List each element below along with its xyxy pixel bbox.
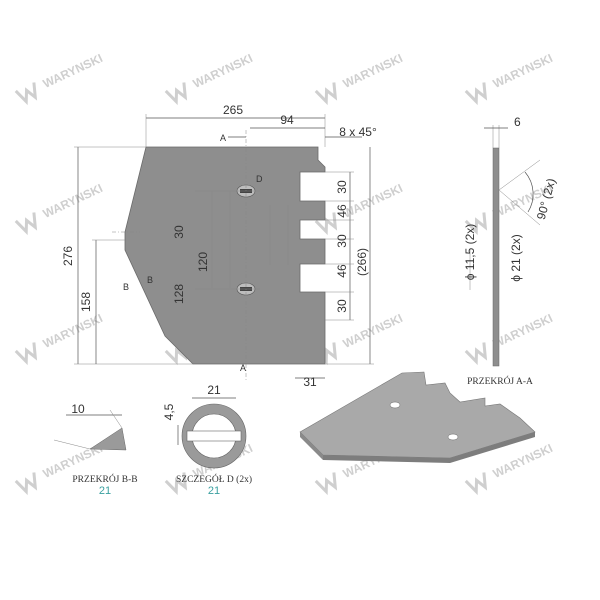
watermark-logo: WARYNSKI: [14, 181, 105, 236]
section-aa: 6 90° (2x) ϕ 11,5 (2x) ϕ 21 (2x) PRZEKRÓ…: [463, 115, 558, 387]
watermark-w-icon: [464, 342, 488, 366]
section-bb-profile: [89, 427, 127, 451]
watermark-logo: WARYNSKI: [464, 311, 555, 366]
section-aa-strip: [492, 147, 500, 367]
section-mark-b-left: B: [123, 282, 129, 292]
watermark-text: WARYNSKI: [191, 51, 255, 91]
watermark-logo: WARYNSKI: [14, 51, 105, 106]
section-mark-a-top: A: [220, 133, 226, 143]
section-bb: 10 PRZEKRÓJ B-B 21: [53, 402, 138, 497]
notch-dim-1: 30: [335, 180, 349, 194]
hole-dim-30: 30: [172, 225, 186, 239]
watermark-w-icon: [314, 212, 338, 236]
dim-hole-11-5: ϕ 11,5 (2x): [463, 224, 477, 281]
dim-4-5: 4,5: [162, 403, 176, 420]
watermark-logo: WARYNSKI: [314, 181, 405, 236]
section-mark-b-right: B: [147, 275, 153, 285]
watermark-logo: WARYNSKI: [314, 311, 405, 366]
watermark-logo: WARYNSKI: [464, 51, 555, 106]
dim-chamfer: 8 x 45°: [339, 125, 377, 139]
dim-31: 31: [303, 375, 317, 389]
watermark-logo: WARYNSKI: [314, 51, 405, 106]
dim-265: 265: [223, 103, 243, 117]
notch-dim-5: 30: [335, 299, 349, 313]
watermark-text: WARYNSKI: [491, 311, 555, 351]
watermark-text: WARYNSKI: [41, 311, 105, 351]
section-bb-caption: PRZEKRÓJ B-B: [72, 473, 137, 485]
notch-dim-4: 46: [335, 264, 349, 278]
watermark-logo: WARYNSKI: [164, 51, 255, 106]
dim-276: 276: [61, 246, 75, 266]
dim-158: 158: [79, 292, 93, 312]
watermark-w-icon: [14, 342, 38, 366]
notch-dim-3: 30: [335, 234, 349, 248]
dim-266: (266): [355, 248, 369, 276]
watermark-text: WARYNSKI: [341, 51, 405, 91]
dim-21-detail: 21: [207, 383, 221, 397]
dim-hole-21: ϕ 21 (2x): [509, 234, 523, 281]
watermark-w-icon: [164, 82, 188, 106]
watermark-logo: WARYNSKI: [14, 311, 105, 366]
plate-front: [124, 146, 326, 365]
hole-dim-120: 120: [196, 252, 210, 272]
dim-thickness-6: 6: [514, 115, 521, 129]
detail-d-caption: SZCZEGÓŁ D (2x): [176, 473, 252, 485]
watermark-w-icon: [164, 472, 188, 496]
watermark-text: WARYNSKI: [41, 51, 105, 91]
watermark-text: WARYNSKI: [491, 51, 555, 91]
watermark-w-icon: [464, 212, 488, 236]
detail-d: 21 4,5 SZCZEGÓŁ D (2x) 21: [162, 383, 252, 497]
detail-mark-d: D: [256, 174, 263, 184]
watermark-w-icon: [314, 82, 338, 106]
dim-10: 10: [71, 402, 85, 416]
watermark-w-icon: [14, 212, 38, 236]
watermark-w-icon: [14, 472, 38, 496]
isometric-view: [299, 371, 536, 463]
iso-hole-2: [447, 433, 459, 441]
hole-dim-128: 128: [172, 284, 186, 304]
watermark-text: WARYNSKI: [41, 181, 105, 221]
front-view: 265 94 8 x 45° A 276 158 B B 30 46 30 46…: [61, 103, 377, 389]
watermark-w-icon: [464, 472, 488, 496]
dim-94: 94: [280, 113, 294, 127]
watermark-w-icon: [314, 472, 338, 496]
watermark-w-icon: [464, 82, 488, 106]
watermark-w-icon: [14, 82, 38, 106]
iso-hole-1: [389, 401, 401, 409]
section-aa-caption: PRZEKRÓJ A-A: [467, 375, 533, 387]
detail-d-scale: 21: [208, 485, 220, 497]
notch-dim-2: 46: [335, 204, 349, 218]
section-bb-scale: 21: [99, 485, 111, 497]
section-mark-a-bottom: A: [240, 363, 246, 373]
